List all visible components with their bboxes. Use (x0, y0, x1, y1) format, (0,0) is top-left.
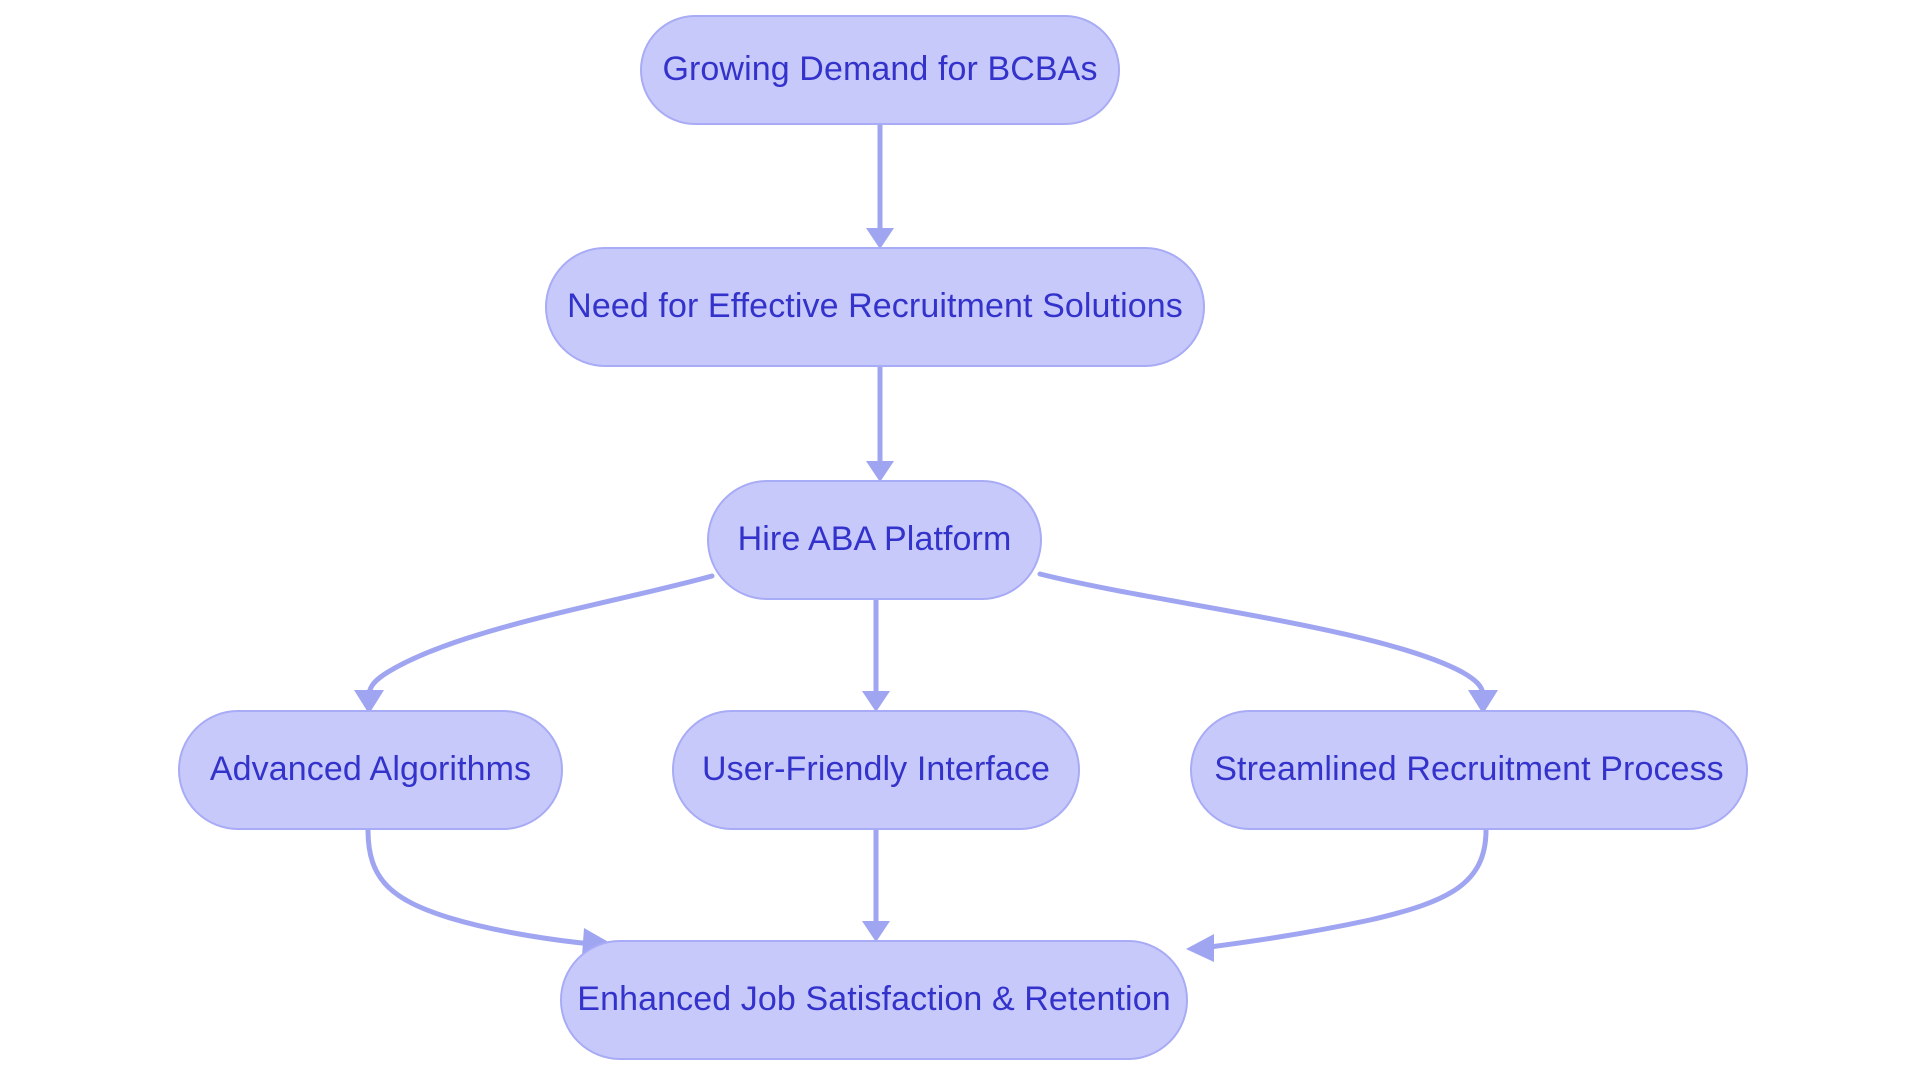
node-advanced-algorithms[interactable]: Advanced Algorithms (178, 710, 563, 830)
node-streamlined-recruitment-label: Streamlined Recruitment Process (1214, 750, 1724, 789)
edge-hire-aba-platform-to-advanced-algorithms (354, 573, 715, 714)
edge-advanced-algorithms-to-enhanced-job-satisfaction (365, 827, 612, 956)
node-growing-demand[interactable]: Growing Demand for BCBAs (640, 15, 1120, 125)
node-hire-aba-platform[interactable]: Hire ABA Platform (707, 480, 1042, 600)
edge-need-recruitment-to-hire-aba-platform (866, 367, 894, 482)
edge-streamlined-recruitment-to-enhanced-job-satisfaction (1186, 827, 1489, 962)
edge-user-friendly-interface-to-enhanced-job-satisfaction (862, 830, 890, 942)
edge-hire-aba-platform-to-user-friendly-interface (862, 600, 890, 712)
node-user-friendly-interface[interactable]: User-Friendly Interface (672, 710, 1080, 830)
node-advanced-algorithms-label: Advanced Algorithms (209, 750, 532, 789)
node-need-recruitment[interactable]: Need for Effective Recruitment Solutions (545, 247, 1205, 367)
edge-hire-aba-platform-to-streamlined-recruitment (1037, 571, 1498, 714)
node-hire-aba-platform-label: Hire ABA Platform (737, 520, 1012, 559)
node-user-friendly-interface-label: User-Friendly Interface (701, 750, 1051, 789)
node-need-recruitment-label: Need for Effective Recruitment Solutions (567, 287, 1183, 326)
node-enhanced-job-satisfaction-label: Enhanced Job Satisfaction & Retention (577, 980, 1171, 1019)
node-streamlined-recruitment[interactable]: Streamlined Recruitment Process (1190, 710, 1748, 830)
edge-growing-demand-to-need-recruitment (866, 125, 894, 249)
node-enhanced-job-satisfaction[interactable]: Enhanced Job Satisfaction & Retention (560, 940, 1188, 1060)
node-growing-demand-label: Growing Demand for BCBAs (662, 50, 1098, 89)
